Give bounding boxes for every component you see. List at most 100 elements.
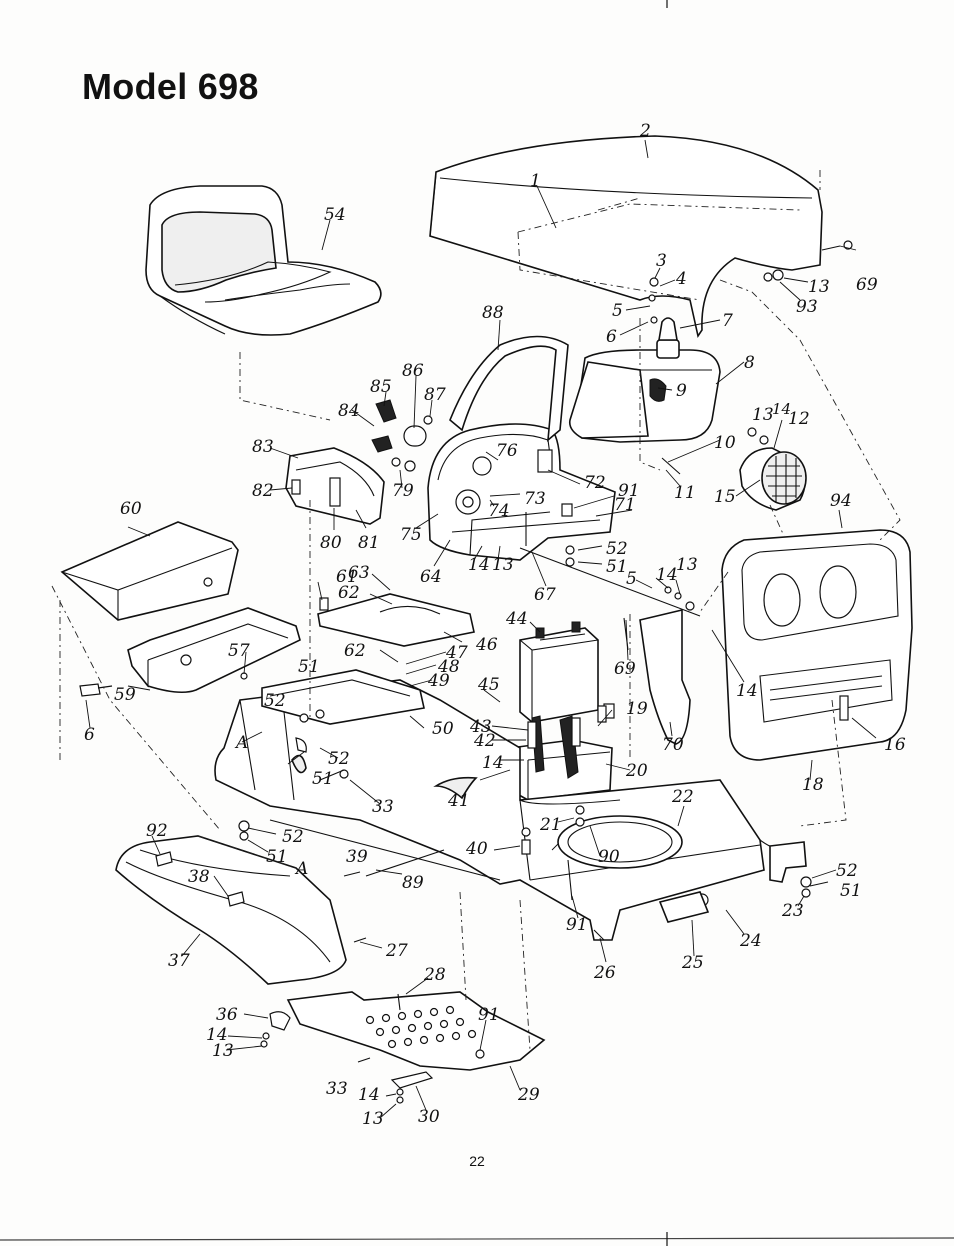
footrest-holes (365, 1005, 477, 1049)
callout-83: 83 (252, 437, 274, 457)
callout-20: 20 (625, 761, 648, 781)
assembly-lines (51, 170, 901, 1051)
callout-52-right: 52 (836, 861, 858, 881)
callout-85: 85 (370, 377, 392, 397)
callout-7: 7 (722, 311, 733, 331)
callout-14-right: 14 (656, 565, 678, 585)
callout-51-dash: 51 (606, 557, 628, 577)
callout-89: 89 (402, 873, 424, 893)
callout-A-top: A (234, 733, 248, 753)
callout-39: 39 (346, 847, 368, 867)
fender-part (115, 835, 347, 985)
callout-82: 82 (252, 481, 274, 501)
rear-bracket-part (658, 841, 807, 923)
callout-8: 8 (744, 353, 755, 373)
leader-lines (85, 139, 877, 1119)
callout-10: 10 (714, 433, 736, 453)
callout-52-dash: 52 (606, 539, 628, 559)
callout-26: 26 (593, 963, 616, 983)
bottom-rule (0, 1237, 954, 1241)
callout-86: 86 (402, 361, 424, 381)
callout-46: 46 (475, 635, 498, 655)
callout-92: 92 (146, 821, 168, 841)
battery-box-part (127, 607, 301, 694)
battery-cover-part (60, 521, 239, 621)
callout-13-plate: 13 (212, 1041, 234, 1061)
callout-51-right: 51 (840, 881, 862, 901)
callout-11: 11 (674, 483, 696, 503)
callout-18: 18 (802, 775, 824, 795)
callout-90: 90 (598, 847, 620, 867)
callout-51-mid: 51 (298, 657, 320, 677)
callout-52-mid: 52 (264, 691, 286, 711)
callout-14-low: 14 (482, 753, 504, 773)
callout-81: 81 (358, 533, 380, 553)
callout-43: 43 (469, 717, 492, 737)
callout-52-fender: 52 (282, 827, 304, 847)
callout-63: 63 (348, 563, 370, 583)
page-number: 22 (469, 1153, 485, 1169)
callout-14-light: 14 (772, 400, 791, 418)
footrest-plate-part (286, 991, 546, 1071)
callout-13-right: 13 (676, 555, 698, 575)
callout-41: 41 (447, 791, 470, 811)
callout-69-top: 69 (856, 275, 878, 295)
callout-51-fender: 51 (266, 847, 288, 867)
callout-91-low: 91 (566, 915, 588, 935)
callout-1: 1 (530, 171, 541, 191)
callout-3: 3 (656, 251, 667, 271)
callout-73: 73 (524, 489, 546, 509)
callout-12: 12 (788, 409, 810, 429)
callout-72: 72 (584, 473, 606, 493)
callout-14-plate: 14 (206, 1025, 228, 1045)
callout-88: 88 (482, 303, 504, 323)
front-grille-part (721, 529, 913, 761)
battery-part (519, 621, 599, 723)
callout-50: 50 (432, 719, 454, 739)
page-title: Model 698 (82, 66, 259, 107)
callout-6: 6 (606, 327, 617, 347)
callout-75: 75 (400, 525, 422, 545)
mount-plates-part (261, 593, 475, 725)
callout-13-low2: 13 (362, 1109, 384, 1129)
handle-loop-part (449, 335, 569, 442)
callout-54: 54 (324, 205, 346, 225)
callout-5: 5 (612, 301, 623, 321)
fuel-tank-part (568, 317, 721, 443)
callout-2: 2 (639, 121, 651, 141)
callout-59: 59 (114, 685, 136, 705)
callout-37: 37 (168, 951, 190, 971)
callout-labels: 2 1 54 3 4 5 6 7 8 9 88 13 69 93 86 85 8… (84, 121, 906, 1129)
callout-69-mid: 69 (614, 659, 636, 679)
callout-44: 44 (505, 609, 528, 629)
callout-40: 40 (465, 839, 488, 859)
callout-23: 23 (781, 901, 804, 921)
callout-84: 84 (338, 401, 360, 421)
callout-91-plate: 91 (478, 1005, 500, 1025)
callout-91-top: 91 (618, 481, 640, 501)
callout-71: 71 (614, 495, 636, 515)
callout-27: 27 (385, 941, 408, 961)
callout-79: 79 (392, 481, 414, 501)
dash-panel-part (427, 423, 616, 561)
callout-67: 67 (534, 585, 556, 605)
callout-25: 25 (681, 953, 704, 973)
headlight-part (739, 447, 807, 511)
callout-38: 38 (188, 867, 210, 887)
callout-28: 28 (423, 965, 446, 985)
callout-57: 57 (228, 641, 250, 661)
callout-64: 64 (420, 567, 442, 587)
seat-part (145, 185, 382, 336)
callout-94: 94 (830, 491, 852, 511)
callout-13-dash: 13 (492, 555, 514, 575)
callout-87: 87 (424, 385, 446, 405)
callout-14-low2: 14 (358, 1085, 380, 1105)
callout-74: 74 (488, 501, 510, 521)
callout-48: 48 (437, 657, 460, 677)
callout-49: 49 (427, 671, 450, 691)
callout-A-low: A (294, 859, 308, 879)
callout-62-mid: 62 (344, 641, 366, 661)
callout-76: 76 (496, 441, 518, 461)
callout-15: 15 (714, 487, 736, 507)
callout-52-low: 52 (328, 749, 350, 769)
